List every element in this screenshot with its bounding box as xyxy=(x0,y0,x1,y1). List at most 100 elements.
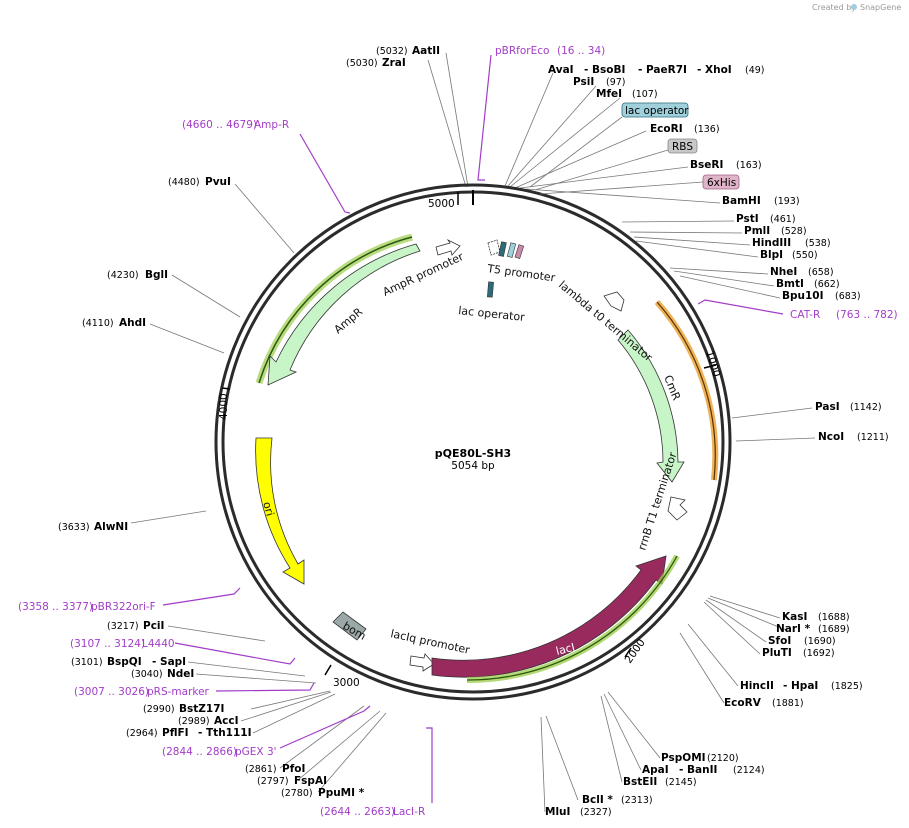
enzyme-name-xhoi: - XhoI xyxy=(697,64,732,76)
lambda-terminator-arrow xyxy=(603,291,625,312)
his-box-label: 6xHis xyxy=(707,177,736,189)
leader-zrai xyxy=(427,59,467,188)
primer-range-pbrforeco: (16 .. 34) xyxy=(557,45,605,57)
enzyme-leader-lines xyxy=(130,52,816,813)
tick-label-4000: 4000 xyxy=(218,393,230,420)
leader-ecorv xyxy=(679,632,725,704)
leader-psti xyxy=(621,220,735,223)
laci-arrow xyxy=(431,555,667,678)
leader-hindiii xyxy=(633,236,751,246)
primer-range-ampr: (4660 .. 4679) xyxy=(182,119,257,131)
enzyme-pos-ecori: (136) xyxy=(694,124,720,135)
enzyme-name-pluti: PluTI xyxy=(762,647,792,659)
enzyme-pos-pasi: (1142) xyxy=(850,402,882,413)
enzyme-name-pspomi: PspOMI xyxy=(661,752,706,764)
enzyme-pos-aatii: (5032) xyxy=(376,46,408,57)
enzyme-pos-bgli: (4230) xyxy=(107,270,139,281)
primer-name-pgex3: pGEX 3' xyxy=(235,746,277,758)
enzyme-name-psti: PstI xyxy=(736,213,759,225)
enzyme-pos-pvui: (4480) xyxy=(168,177,200,188)
enzyme-pos-bseri: (163) xyxy=(736,160,762,171)
tick-label-5000: 5000 xyxy=(428,198,455,210)
enzyme-name-paer7i: - PaeR7I xyxy=(638,64,687,76)
tick-label-3000: 3000 xyxy=(333,677,360,689)
primer-line-pbrforeco xyxy=(477,54,492,181)
enzyme-pos-hpai: (1825) xyxy=(831,681,863,692)
primer-name-l4440: L4440 xyxy=(142,638,175,650)
rrnb-terminator-arrow xyxy=(667,496,688,521)
tick-3000 xyxy=(324,664,332,676)
rbs-mark xyxy=(506,242,517,258)
enzyme-pos-blpi: (550) xyxy=(792,250,818,261)
feature-boxes: lac operator RBS 6xHis xyxy=(529,102,740,195)
primer-line-prsmarker xyxy=(215,682,315,692)
leader-ncoi xyxy=(735,437,816,442)
enzyme-pos-zrai: (5030) xyxy=(346,58,378,69)
leader-psii xyxy=(507,85,597,187)
primer-name-catr: CAT-R xyxy=(790,309,820,321)
enzyme-name-avai: AvaI xyxy=(548,64,574,76)
leader-mfei xyxy=(509,97,621,188)
enzyme-pos-xhoi: (49) xyxy=(745,65,765,76)
rbs-box xyxy=(667,138,698,154)
enzyme-name-sapi: - SapI xyxy=(152,656,186,668)
label-t5-promoter: T5 promoter xyxy=(486,262,557,285)
enzyme-name-nari: NarI * xyxy=(776,623,811,635)
lac-operator-box-label: lac operator xyxy=(625,105,689,117)
features xyxy=(255,233,719,684)
enzyme-name-aatii: AatII xyxy=(412,45,440,57)
enzyme-pos-pfoi: (2861) xyxy=(245,764,277,775)
enzyme-name-bstz17i: BstZ17I xyxy=(179,703,224,715)
primer-range-pbr322ori: (3358 .. 3377) xyxy=(18,601,93,613)
enzyme-name-acci: AccI xyxy=(214,715,238,727)
label-laciq-promoter: lacIq promoter xyxy=(389,627,471,657)
enzyme-name-hpai: - HpaI xyxy=(783,680,818,692)
leader-pcii xyxy=(167,625,266,642)
primer-line-pbr322ori xyxy=(162,587,241,606)
enzyme-name-ndei: NdeI xyxy=(167,668,194,680)
primer-range-catr: (763 .. 782) xyxy=(836,309,898,321)
enzyme-pos-pmli: (528) xyxy=(781,226,807,237)
enzyme-name-pfoi: PfoI xyxy=(282,763,305,775)
leader-pfoi xyxy=(279,705,365,769)
leader-blpi xyxy=(635,240,759,258)
enzyme-name-banii: - BanII xyxy=(679,764,717,776)
plasmid-name: pQE80L-SH3 xyxy=(435,447,511,460)
plasmid-length: 5054 bp xyxy=(451,460,495,472)
leader-hincii xyxy=(687,623,739,687)
tick-label-1000: 1000 xyxy=(703,349,722,378)
lac-operator-mark-1 xyxy=(498,241,507,257)
enzyme-name-pasi: PasI xyxy=(815,401,840,413)
bom-box xyxy=(332,611,367,641)
enzyme-pos-ncoi: (1211) xyxy=(857,432,889,443)
plasmid-title: pQE80L-SH3 5054 bp xyxy=(435,447,511,472)
enzyme-name-alwni: AlwNI xyxy=(94,521,128,533)
credit: Created by SnapGene xyxy=(812,3,901,12)
enzyme-name-bmti: BmtI xyxy=(776,278,804,290)
enzyme-pos-mfei: (107) xyxy=(632,89,658,100)
enzyme-name-zrai: ZraI xyxy=(382,57,406,69)
primer-markers xyxy=(162,54,784,803)
leader-pspomi xyxy=(607,691,661,759)
leader-aatii xyxy=(445,52,469,188)
leader-nhei xyxy=(669,267,769,275)
enzyme-pos-hindiii: (538) xyxy=(805,238,831,249)
enzyme-pos-ecorv: (1881) xyxy=(772,698,804,709)
leader-bcli xyxy=(545,715,579,801)
backbone xyxy=(214,183,732,701)
lac-operator-mark-2 xyxy=(486,281,494,298)
enzyme-name-hindiii: HindIII xyxy=(752,237,791,249)
credit-prefix: Created by xyxy=(812,3,856,12)
enzyme-name-fspai: FspAI xyxy=(294,775,327,787)
enzyme-pos-bpu10i: (683) xyxy=(835,291,861,302)
leader-pasi xyxy=(731,407,813,419)
enzyme-name-bseri: BseRI xyxy=(690,159,723,171)
primer-range-lacir: (2644 .. 2663) xyxy=(320,806,395,818)
enzyme-name-bcli: BclI * xyxy=(582,794,613,806)
enzyme-name-ncoi: NcoI xyxy=(818,431,844,443)
backbone-inner xyxy=(221,190,725,694)
leader-mlui xyxy=(540,716,546,813)
label-ampr: AmpR xyxy=(332,305,366,336)
enzyme-name-bgli: BglI xyxy=(145,269,168,281)
primer-range-pgex3: (2844 .. 2866) xyxy=(162,746,237,758)
